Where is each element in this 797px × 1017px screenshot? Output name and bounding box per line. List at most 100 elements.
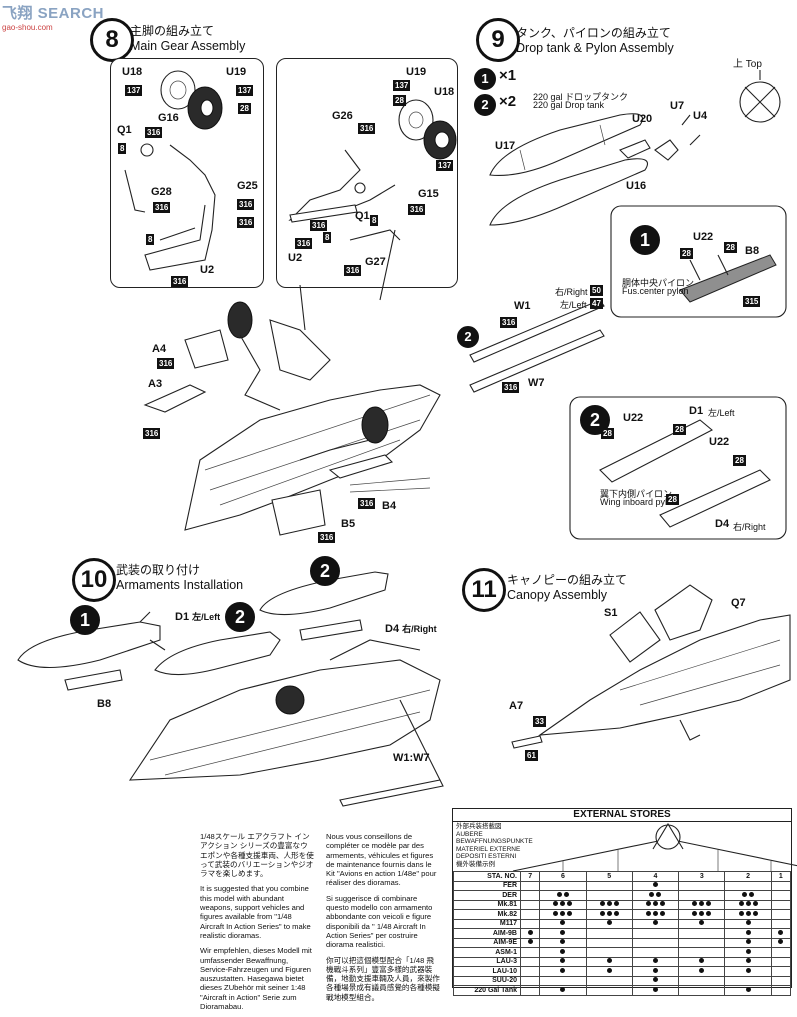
store-dot [606,958,612,964]
store-cell [631,909,680,920]
wing-pylon-label-jp: 翼下内側パイロン [600,489,673,499]
store-cell [678,966,726,977]
w-left-label: 左/Left [560,298,587,311]
right-en-b: /Right [742,522,766,532]
store-dot [527,939,533,945]
store-cell [724,909,772,920]
code-8-c: 8 [370,215,379,226]
arm-d4: D4 [385,623,400,635]
store-dot [745,901,751,907]
stores-row: Mk.81 [453,899,792,910]
stores-row: 220 Gal Tank [453,985,792,996]
store-dot [738,910,744,916]
station-header: 5 [585,871,633,882]
store-dot [652,986,658,992]
label-g25: G25 [237,180,258,192]
label-d1: D1 [689,405,704,417]
step-9-title-en: Drop tank & Pylon Assembly [516,41,674,55]
store-cell [585,947,633,958]
store-cell [770,928,792,939]
code-28-h: 28 [666,494,679,505]
label-u16: U16 [626,180,647,192]
external-stores-captions: 外部兵装搭載図 AUBERE BEWAFFNUNGSPUNKTE MATERIE… [456,823,533,869]
store-dot [556,891,562,897]
stores-row: LAU-3 [453,956,792,967]
aircraft-front-view [512,822,797,872]
quantity-x2: ×2 [499,93,517,110]
code-33: 33 [533,716,546,727]
stores-row: AIM-9E [453,937,792,948]
store-dot [652,901,658,907]
store-dot [599,901,605,907]
store-dot [527,929,533,935]
top-view-label: 上 Top [733,55,762,70]
station-header: 1 [770,871,792,882]
store-cell [631,956,680,967]
store-cell [539,928,587,939]
store-cell [519,956,541,967]
step-9-title: タンク、パイロンの組み立て Drop tank & Pylon Assembly [516,24,674,55]
store-dot [745,910,751,916]
store-cell [585,956,633,967]
tank-label-jp: 220 gal ドロップタンク [533,92,629,102]
store-cell [770,880,792,891]
store-cell [770,947,792,958]
step-8-title: 主脚の組み立て Main Gear Assembly [130,22,245,53]
store-dot [652,910,658,916]
note-fr: Nous vous conseillons de compléter ce mo… [326,832,437,888]
fus-pylon-label-jp: 胴体中央パイロン [622,278,695,288]
left-en-a: /Left [569,300,587,310]
note-en: It is suggested that you combine this mo… [200,884,311,940]
stores-row: LAU-10 [453,966,792,977]
code-316-g: 316 [408,204,426,215]
right-en-a: /Right [564,287,588,297]
stores-row: ASM-1 [453,947,792,958]
code-28-b: 28 [393,95,406,106]
store-cell [585,909,633,920]
label-g15: G15 [418,188,439,200]
store-name: LAU-3 [453,956,521,967]
store-cell [678,899,726,910]
store-cell [539,985,587,996]
code-316-o: 316 [500,317,518,328]
left-jp-a: 左 [560,300,570,310]
store-cell [631,966,680,977]
code-316-l: 316 [143,428,161,439]
code-316-m: 316 [358,498,376,509]
label-u22-c: U22 [709,436,730,448]
store-dot [738,901,744,907]
right-jp-a: 右 [555,287,565,297]
store-cell [770,909,792,920]
store-cell [724,966,772,977]
option-2-badge: 2 [474,94,496,116]
store-cell [519,947,541,958]
d4-right-label: 右/Right [733,520,766,533]
store-dot [567,901,573,907]
code-137-b: 137 [236,85,254,96]
store-cell [585,899,633,910]
store-dot [656,891,662,897]
store-dot [745,986,751,992]
left-en-b: /Left [717,408,735,418]
store-cell [539,909,587,920]
store-cell [585,985,633,996]
label-w7: W7 [528,377,545,389]
option-1-badge: 1 [474,68,496,90]
step-10-title-jp: 武装の取り付け [116,563,201,577]
watermark-url: gao-shou.com [2,23,53,32]
store-cell [519,937,541,948]
label-g28: G28 [151,186,172,198]
store-name: FER [453,880,521,891]
note-it: Si suggerisce di combinare questo modell… [326,893,433,950]
store-dot [560,967,566,973]
code-8-b: 8 [146,234,155,245]
arm-label-b8: B8 [97,698,112,710]
caption-5: 機外裝備示例 [456,860,495,868]
canopy-label-a7: A7 [509,700,524,712]
store-cell [519,975,541,986]
store-dot [606,920,612,926]
note-jp: 1/48スケール エアクラフト インアクション シリーズの豊富なウエポンや各種支… [200,832,314,879]
store-cell [519,899,541,910]
store-cell [770,975,792,986]
